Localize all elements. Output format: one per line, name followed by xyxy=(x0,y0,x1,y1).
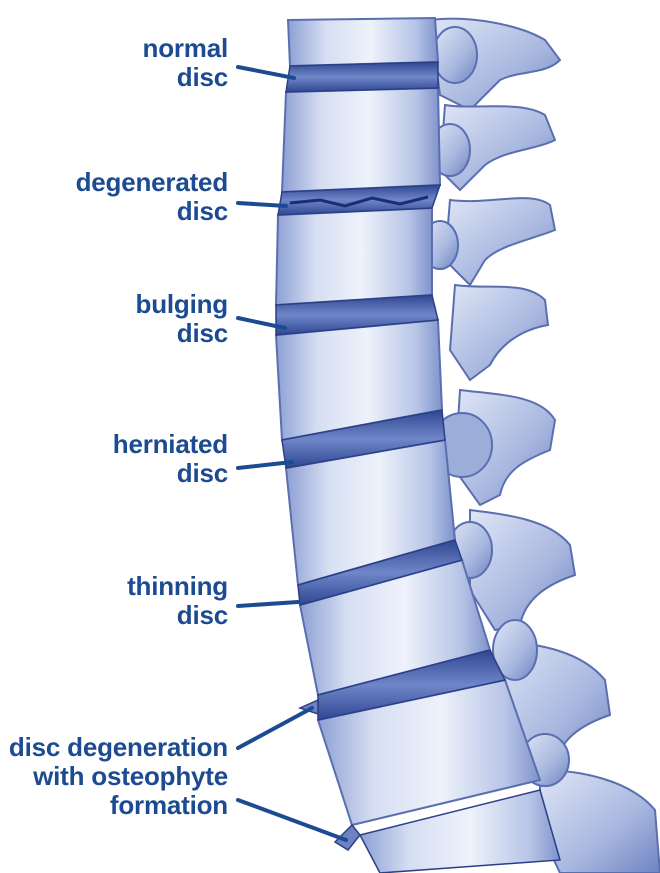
herniated-disc-label-line1: herniated xyxy=(113,430,228,459)
degenerated-disc-label-line2: disc xyxy=(76,197,228,226)
thinning-disc-label-line2: disc xyxy=(127,601,228,630)
osteophyte-disc-label-line2: with osteophyte xyxy=(9,762,228,791)
normal-disc-label-line2: disc xyxy=(143,63,228,92)
leader-osteophyte-2 xyxy=(238,800,346,840)
leader-thinning xyxy=(238,602,298,606)
normal-disc-shape xyxy=(286,62,438,92)
degenerated-disc-label: degenerated disc xyxy=(76,168,228,226)
osteophyte-disc-label: disc degeneration with osteophyte format… xyxy=(9,733,228,820)
normal-disc-label-line1: normal xyxy=(143,34,228,63)
herniated-disc-label: herniated disc xyxy=(113,430,228,488)
leader-herniated xyxy=(238,462,292,468)
thinning-disc-label: thinning disc xyxy=(127,572,228,630)
bulging-disc-label: bulging disc xyxy=(136,290,228,348)
leader-degenerated xyxy=(238,203,286,206)
degenerated-disc-label-line1: degenerated xyxy=(76,168,228,197)
normal-disc-label: normal disc xyxy=(143,34,228,92)
bulging-disc-label-line1: bulging xyxy=(136,290,228,319)
osteophyte-disc-label-line1: disc degeneration xyxy=(9,733,228,762)
osteophyte-disc-label-line3: formation xyxy=(9,791,228,820)
leader-osteophyte-1 xyxy=(238,708,312,748)
leader-normal xyxy=(238,67,294,78)
herniated-disc-label-line2: disc xyxy=(113,459,228,488)
thinning-disc-label-line1: thinning xyxy=(127,572,228,601)
bulging-disc-label-line2: disc xyxy=(136,319,228,348)
